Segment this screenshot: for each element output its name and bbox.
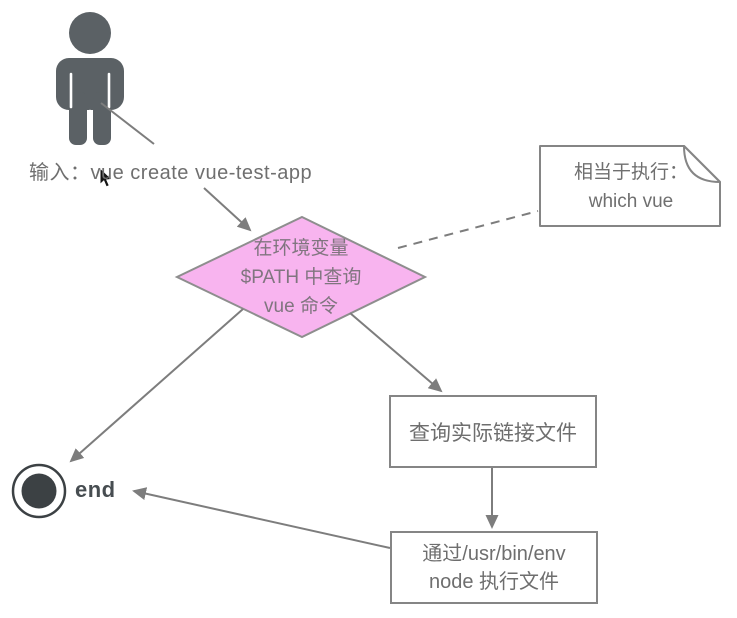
input-command-label: 输入：vue create vue-test-app [29, 162, 313, 184]
step2-label-line1: 通过/usr/bin/env [422, 542, 566, 565]
decision-label: 在环境变量 $PATH 中查询 vue 命令 [177, 234, 425, 321]
step2-box [390, 531, 598, 604]
decision-label-line2: $PATH 中查询 [240, 267, 362, 288]
end-node [11, 463, 67, 519]
step1-label: 查询实际链接文件 [409, 421, 577, 445]
connector-actor-to-label [100, 102, 155, 145]
step2-label-line2: node 执行文件 [428, 570, 560, 593]
note-box [539, 145, 721, 227]
mouse-cursor-icon [99, 166, 114, 188]
dashed-connector-decision-to-note [397, 210, 539, 249]
decision-label-line1: 在环境变量 [253, 238, 349, 259]
decision-label-line3: vue 命令 [264, 296, 338, 317]
step1-box [389, 395, 597, 468]
arrow-decision-to-end [69, 308, 244, 463]
note-label: 相当于执行： which vue [541, 158, 721, 216]
end-label: end [75, 477, 116, 502]
arrow-decision-to-step1 [349, 312, 443, 393]
step2-label: 通过/usr/bin/env node 执行文件 [391, 532, 597, 603]
arrow-label-to-decision [203, 187, 252, 232]
actor-person-icon [56, 12, 124, 148]
arrow-step2-to-end [132, 487, 391, 549]
note-label-line1: 相当于执行： [573, 162, 688, 183]
note-label-line2: which vue [588, 191, 674, 212]
decision-diamond [174, 215, 428, 339]
